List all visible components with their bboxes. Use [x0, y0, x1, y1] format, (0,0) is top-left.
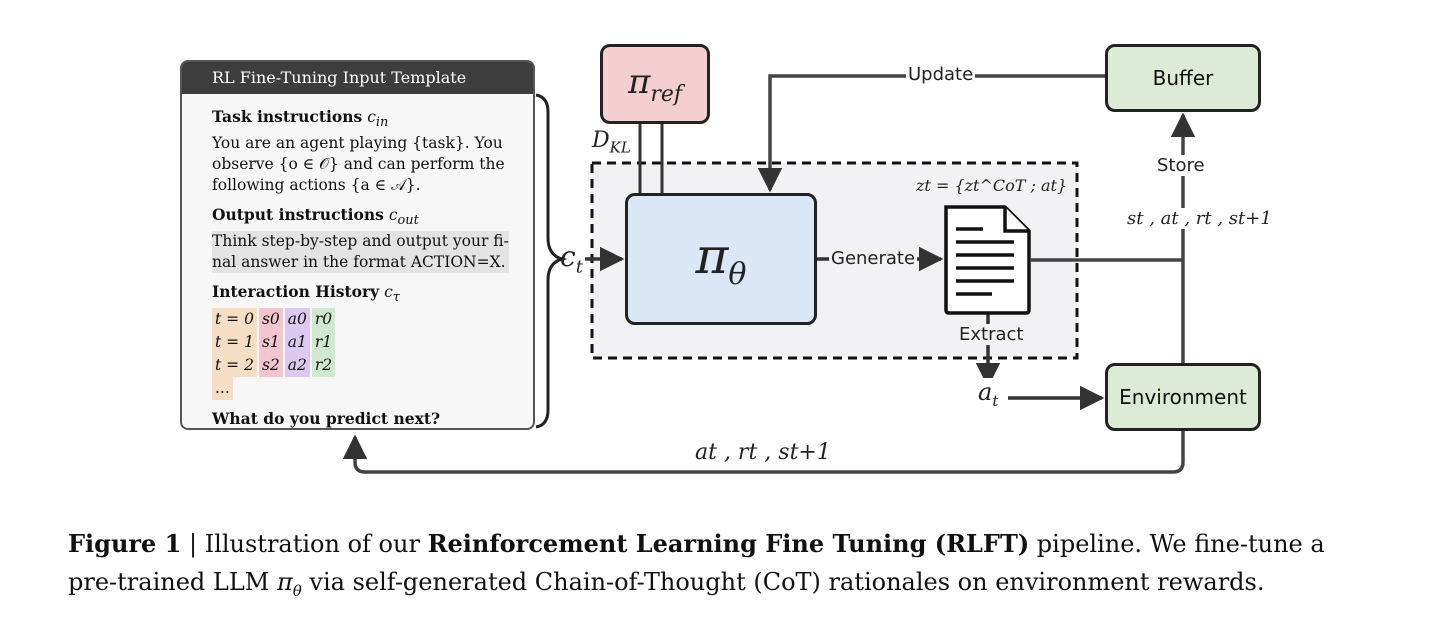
- history-s: s2: [258, 354, 283, 378]
- task-line-3: following actions {a ∈ 𝒜}.: [212, 176, 421, 195]
- history-t: t = 2: [212, 354, 257, 378]
- history-t: t = 1: [212, 331, 257, 355]
- output-line-2: nal answer in the format ACTION=X.: [212, 252, 509, 274]
- generate-label: Generate: [829, 248, 918, 269]
- caption-separator: | Illustration of our: [181, 530, 428, 558]
- environment-node: Environment: [1105, 363, 1261, 431]
- history-a: a2: [284, 354, 310, 378]
- history-symbol-sub: τ: [392, 290, 400, 306]
- history-t: t = 0: [212, 308, 257, 332]
- caption-rest-1: pipeline. We fine-tune a: [1029, 530, 1325, 558]
- caption-symbol: π: [276, 568, 293, 596]
- history-ellipsis-row: ...: [212, 377, 509, 401]
- update-label: Update: [906, 64, 976, 85]
- caption-rest-2a: pre-trained LLM: [68, 568, 277, 596]
- store-tuple-label: st , at , rt , st+1: [1125, 208, 1274, 229]
- history-a: a0: [284, 308, 310, 332]
- task-section: Task instructions cin You are an agent p…: [212, 106, 509, 196]
- task-line-1: You are an agent playing {task}. You: [212, 134, 503, 153]
- buffer-node: Buffer: [1105, 44, 1261, 112]
- zt-label: zt = {zt^CoT ; at}: [916, 176, 1068, 195]
- figure-caption: Figure 1 | Illustration of our Reinforce…: [68, 525, 1378, 610]
- output-section: Output instructions cout Think step-by-s…: [212, 204, 509, 274]
- output-line-1: Think step-by-step and output your fi-: [212, 231, 509, 253]
- output-symbol: c: [388, 206, 398, 225]
- extract-label: Extract: [957, 324, 1026, 345]
- template-brace: [535, 93, 568, 429]
- output-title: Output instructions: [212, 205, 384, 225]
- feedback-tuple-label: at , rt , st+1: [695, 440, 831, 465]
- pi-ref-symbol: π: [627, 61, 651, 102]
- document-icon: [944, 205, 1031, 315]
- history-r: r0: [311, 308, 336, 332]
- history-title: Interaction History: [212, 282, 380, 302]
- template-body: Task instructions cin You are an agent p…: [182, 94, 533, 429]
- history-s: s1: [258, 331, 283, 355]
- store-label: Store: [1155, 155, 1207, 176]
- history-a: a1: [284, 331, 310, 355]
- task-title: Task instructions: [212, 107, 363, 126]
- pi-ref-sub: ref: [650, 81, 683, 107]
- policy-sub: θ: [728, 256, 747, 292]
- history-r: r1: [311, 331, 336, 355]
- caption-symbol-sub: θ: [292, 581, 302, 600]
- task-symbol: c: [367, 108, 376, 126]
- feedback-arrow: [342, 430, 1185, 474]
- template-question: What do you predict next?: [212, 409, 441, 429]
- output-symbol-sub: out: [397, 213, 419, 229]
- input-template-panel: RL Fine-Tuning Input Template Task instr…: [180, 60, 535, 430]
- task-line-2: observe {o ∈ 𝒪} and can perform the: [212, 155, 505, 174]
- caption-bold: Reinforcement Learning Fine Tuning (RLFT…: [427, 529, 1030, 558]
- policy-node: πθ: [625, 193, 817, 325]
- dkl-label: DKL: [592, 128, 631, 157]
- at-label: at: [978, 378, 999, 410]
- history-symbol: c: [384, 283, 393, 302]
- caption-rest-2b: via self-generated Chain-of-Thought (CoT…: [301, 568, 1265, 596]
- template-header: RL Fine-Tuning Input Template: [182, 62, 533, 94]
- update-arrow: [757, 74, 1106, 193]
- caption-figure-number: Figure 1: [68, 529, 182, 558]
- policy-symbol: π: [695, 226, 729, 285]
- pi-ref-node: πref: [600, 44, 710, 124]
- ct-label: ct: [560, 240, 583, 278]
- history-r: r2: [311, 354, 336, 378]
- history-ellipsis: ...: [212, 377, 233, 401]
- task-symbol-sub: in: [375, 115, 389, 131]
- history-s: s0: [258, 308, 283, 332]
